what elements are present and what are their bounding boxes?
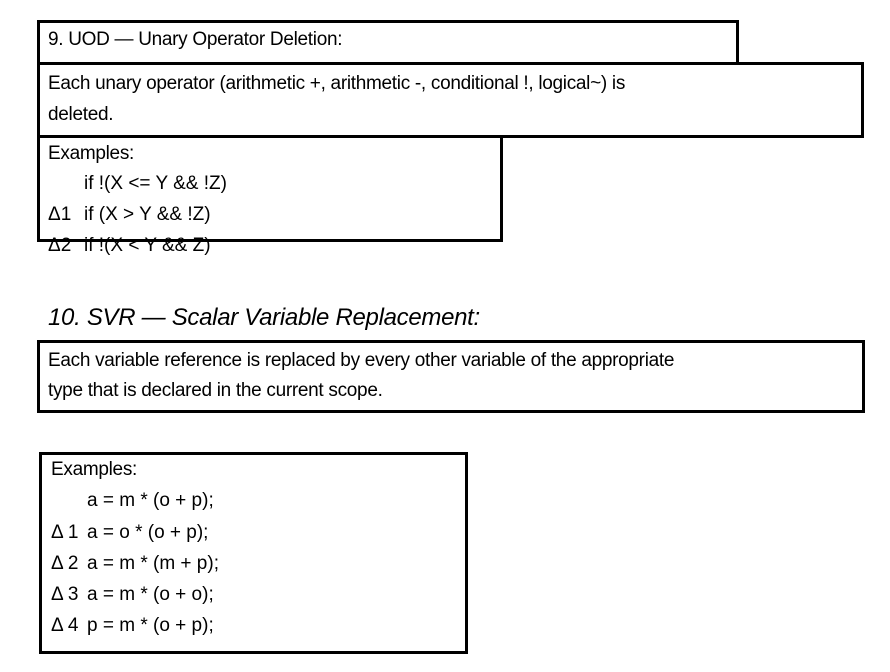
code-line: a = m * (m + p);	[87, 553, 219, 574]
code-line: p = m * (o + p);	[87, 615, 214, 636]
mutant-marker: Δ1	[48, 204, 72, 225]
svr-title: 10. SVR — Scalar Variable Replacement:	[48, 304, 480, 331]
svr-examples-box	[39, 452, 468, 654]
svr-examples-label: Examples:	[51, 459, 138, 480]
uod-examples-box	[37, 135, 503, 242]
mutant-marker: Δ 1	[51, 522, 79, 543]
svr-example-mutant-1: Δ 1 a = o * (o + p);	[51, 519, 208, 547]
uod-example-mutant-2: Δ2 if !(X < Y && Z)	[48, 232, 211, 260]
uod-title: 9. UOD — Unary Operator Deletion:	[48, 29, 343, 50]
svr-example-mutant-3: Δ 3 a = m * (o + o);	[51, 581, 214, 609]
uod-example-original: if !(X <= Y && !Z)	[48, 170, 227, 198]
svr-description-line1: Each variable reference is replaced by e…	[48, 350, 675, 371]
code-line: if (X > Y && !Z)	[84, 204, 211, 225]
svr-description-box	[37, 340, 865, 413]
code-line: a = m * (o + o);	[87, 584, 214, 605]
uod-description-line2: deleted.	[48, 104, 114, 125]
mutant-marker: Δ2	[48, 235, 72, 256]
code-line: a = o * (o + p);	[87, 522, 209, 543]
mutant-marker: Δ 2	[51, 553, 79, 574]
svr-description-line2: type that is declared in the current sco…	[48, 380, 383, 401]
mutant-marker: Δ 3	[51, 584, 79, 605]
uod-description-line1: Each unary operator (arithmetic +, arith…	[48, 73, 626, 94]
mutant-marker: Δ 4	[51, 615, 79, 636]
code-line: if !(X < Y && Z)	[84, 235, 211, 256]
code-line: if !(X <= Y && !Z)	[84, 173, 227, 194]
svr-example-mutant-4: Δ 4 p = m * (o + p);	[51, 612, 214, 640]
svr-example-mutant-2: Δ 2 a = m * (m + p);	[51, 550, 219, 578]
uod-examples-label: Examples:	[48, 143, 135, 164]
svr-example-original: a = m * (o + p);	[51, 487, 214, 515]
code-line: a = m * (o + p);	[87, 490, 214, 511]
uod-example-mutant-1: Δ1 if (X > Y && !Z)	[48, 201, 211, 229]
